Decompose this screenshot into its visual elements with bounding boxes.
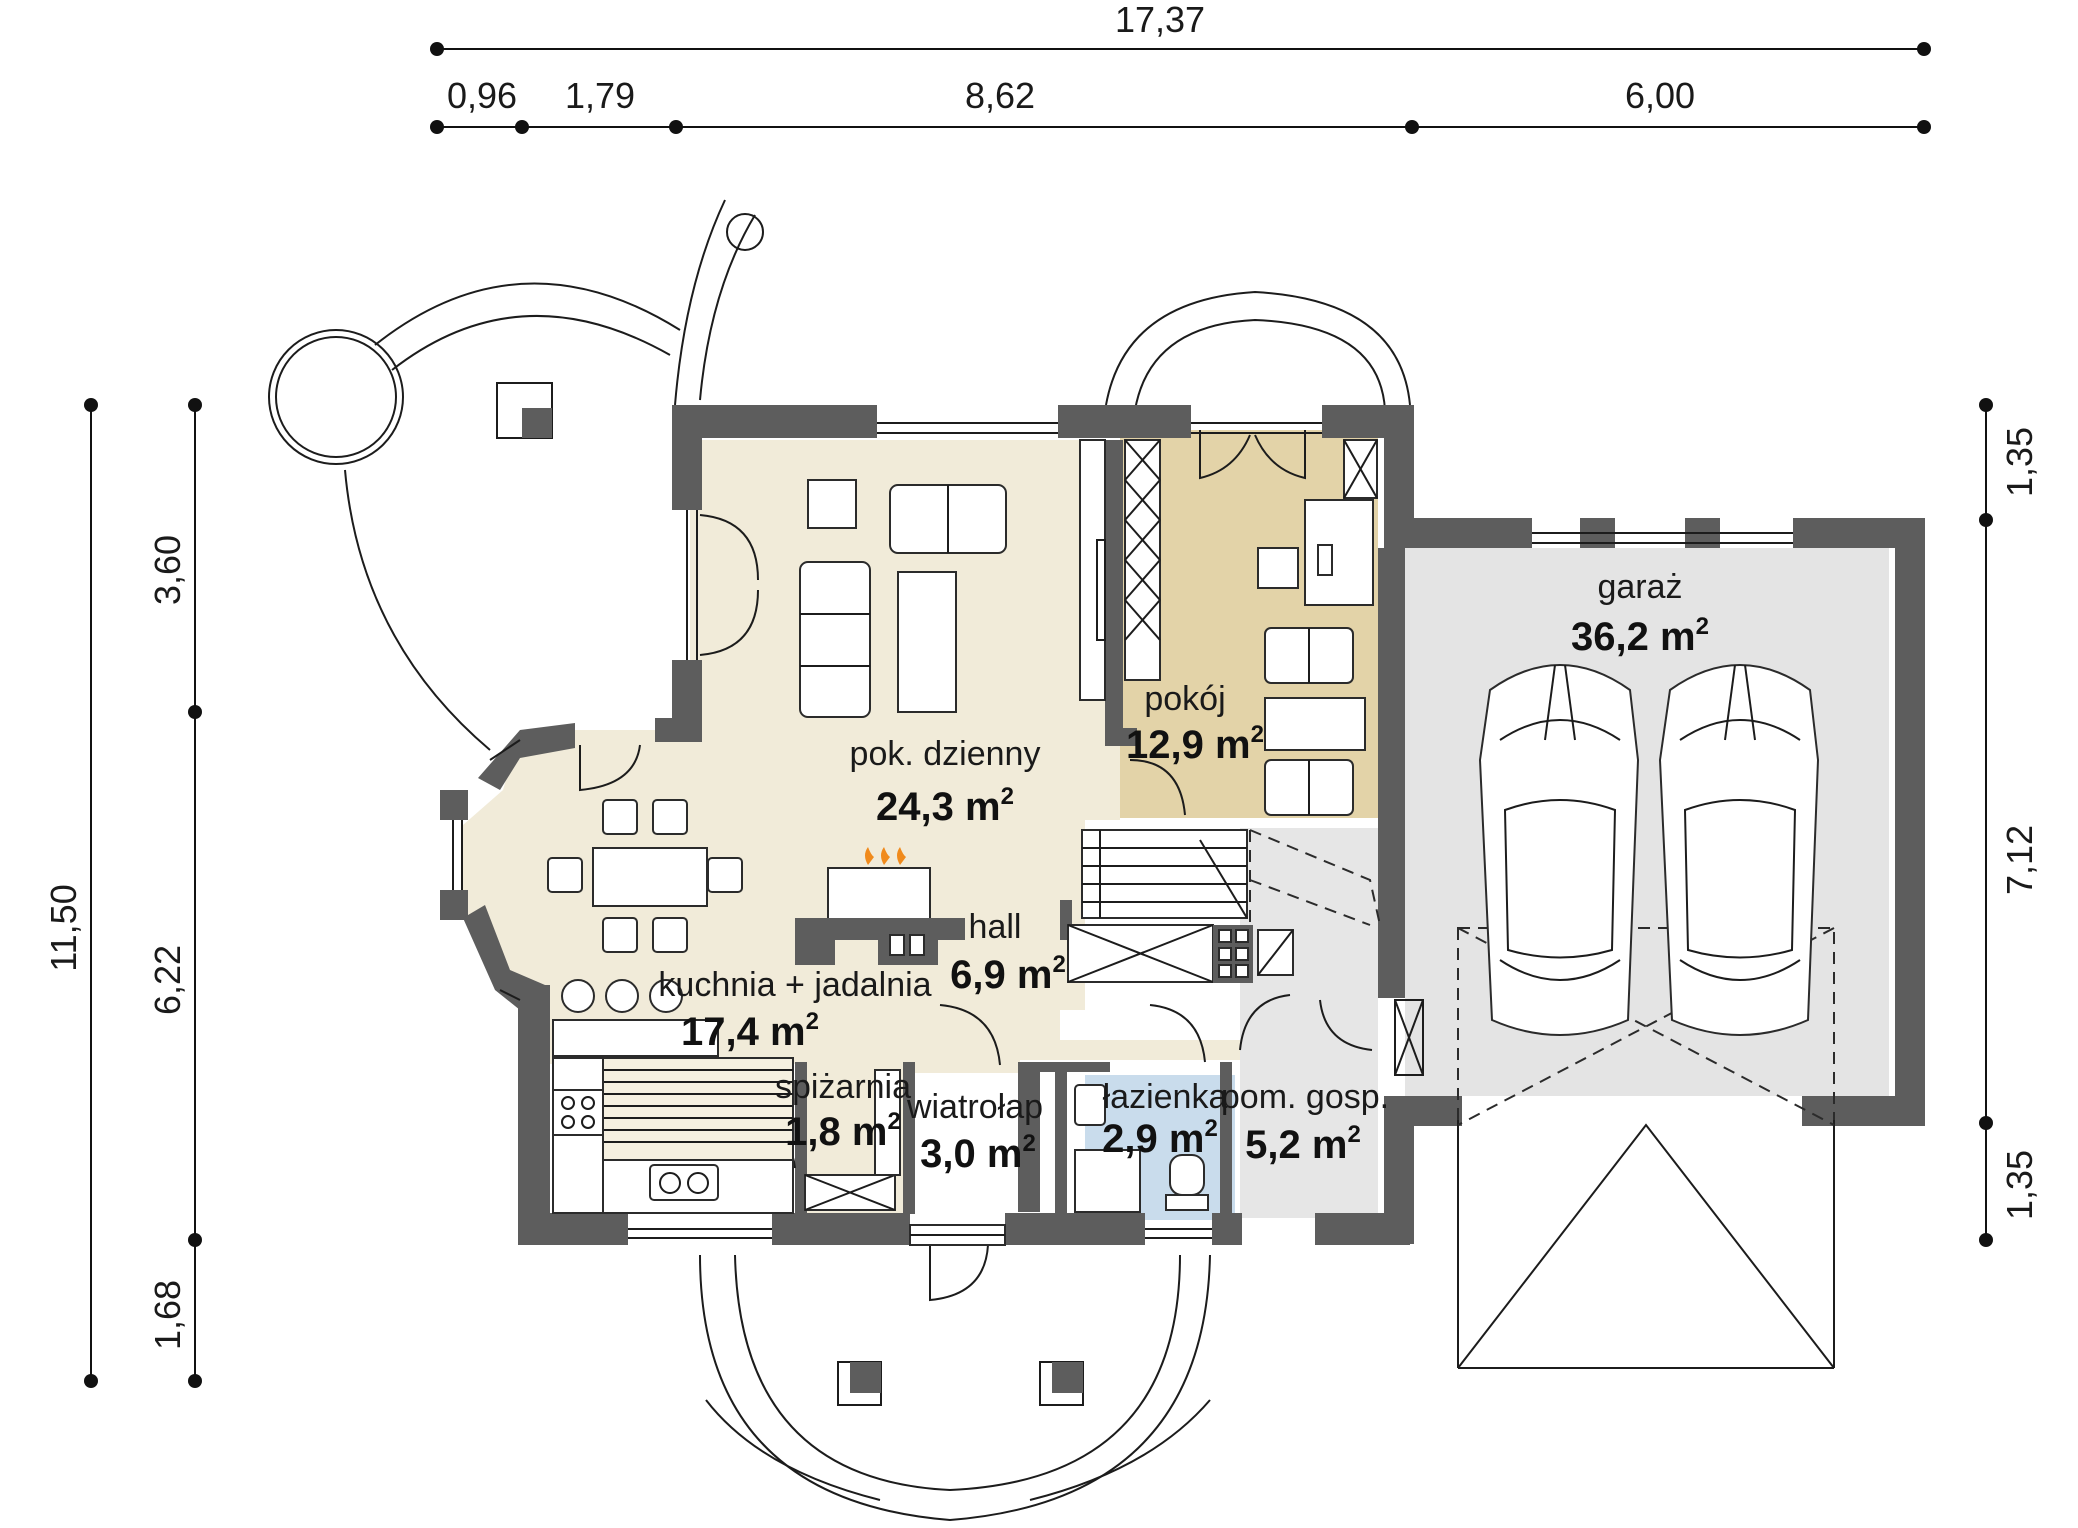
kitchen-furniture [547, 799, 901, 1214]
terrace-top-right [1105, 290, 1411, 411]
room-furniture [1257, 439, 1378, 816]
label-garage-name: garaż [1597, 568, 1682, 606]
dim-left-seg-1: 3,60 [147, 535, 188, 605]
fireplace [795, 847, 965, 965]
dim-left-seg-3: 1,68 [147, 1280, 188, 1350]
dim-left-total: 11,50 [43, 884, 84, 971]
dim-right-seg-2: 7,12 [1999, 825, 2040, 895]
fire-flame-icon [865, 847, 906, 865]
room-labels: pok. dzienny 24,3 m2 pokój 12,9 m2 garaż… [658, 568, 1709, 1176]
dim-top-seg-2: 1,79 [565, 75, 635, 116]
label-utility-name: pom. gosp. [1221, 1078, 1389, 1116]
label-hall-area: 6,9 m2 [950, 951, 1066, 997]
label-utility-area: 5,2 m2 [1245, 1121, 1361, 1167]
label-vestibule-name: wiatrołap [906, 1088, 1043, 1126]
dim-top-seg-3: 8,62 [965, 75, 1035, 116]
right-dimensions: 1,35 7,12 1,35 [1979, 398, 2040, 1247]
label-kitchen-name: kuchnia + jadalnia [658, 966, 931, 1004]
top-dimensions: 17,37 0,96 1,79 8,62 6,00 [430, 0, 1931, 134]
utility-floor [1240, 828, 1378, 1218]
bath-fixtures [1074, 1084, 1209, 1213]
living-furniture [799, 439, 1161, 718]
label-bathroom-name: łazienka [1103, 1078, 1228, 1116]
terrace-left [268, 199, 764, 751]
entrance [909, 1224, 1006, 1246]
label-bathroom-area: 2,9 m2 [1102, 1115, 1218, 1161]
terrace-bottom [699, 1254, 1211, 1522]
label-vestibule-area: 3,0 m2 [920, 1130, 1036, 1176]
label-pantry-area: 1,8 m2 [785, 1108, 901, 1154]
label-hall-name: hall [969, 908, 1022, 946]
car-right-icon [1658, 664, 1820, 1036]
dim-top-seg-1: 0,96 [447, 75, 517, 116]
left-dimensions: 11,50 3,60 6,22 1,68 [43, 398, 202, 1388]
label-living-area: 24,3 m2 [876, 783, 1014, 829]
room-floor [1120, 430, 1378, 818]
label-kitchen-area: 17,4 m2 [681, 1008, 819, 1054]
hall-fixtures [1067, 924, 1294, 983]
walls [440, 405, 1925, 1245]
stairs [1081, 829, 1381, 926]
label-pantry-name: spiżarnia [775, 1068, 911, 1106]
garage-cars [1457, 664, 1835, 1369]
dim-left-seg-2: 6,22 [147, 945, 188, 1015]
label-garage-area: 36,2 m2 [1571, 613, 1709, 659]
label-living-name: pok. dzienny [850, 735, 1041, 773]
dim-right-seg-1: 1,35 [1999, 427, 2040, 497]
windows [452, 422, 1793, 1239]
label-room-area: 12,9 m2 [1126, 721, 1264, 767]
dim-top-total: 17,37 [1115, 0, 1205, 40]
car-left-icon [1478, 664, 1640, 1036]
dim-top-seg-4: 6,00 [1625, 75, 1695, 116]
dim-right-seg-3: 1,35 [1999, 1150, 2040, 1220]
label-room-name: pokój [1144, 680, 1225, 718]
